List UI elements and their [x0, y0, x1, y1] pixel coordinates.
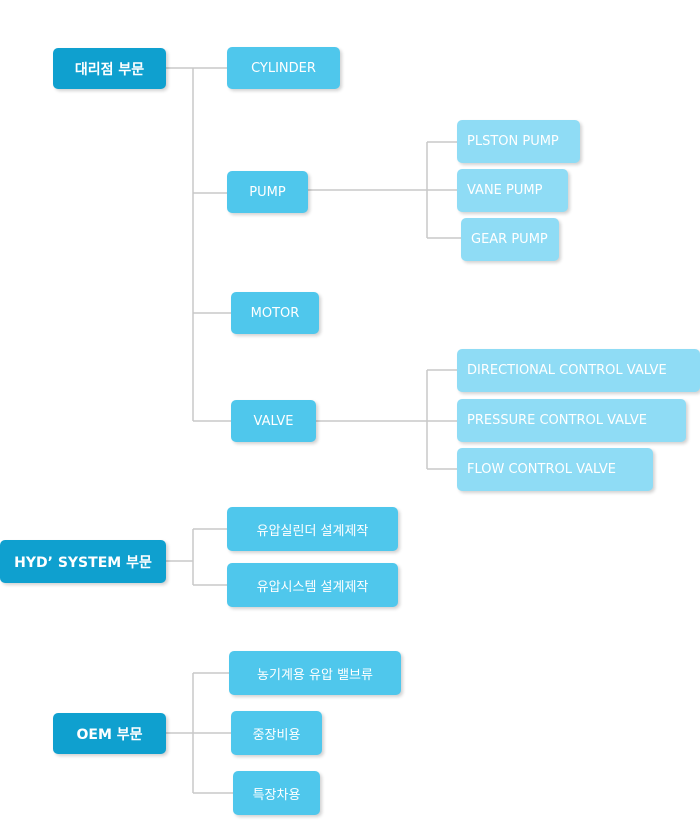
valve-node: VALVE — [231, 400, 316, 442]
heavy-equipment-node: 중장비용 — [231, 711, 322, 755]
hydraulic-system-design-node: 유압시스템 설계제작 — [227, 563, 398, 607]
flow-control-valve-node: FLOW CONTROL VALVE — [457, 448, 653, 491]
special-vehicle-node: 특장차용 — [233, 771, 320, 815]
oem-department-node: OEM 부문 — [53, 713, 166, 754]
hydraulic-cylinder-design-node: 유압실린더 설계제작 — [227, 507, 398, 551]
pressure-control-valve-node: PRESSURE CONTROL VALVE — [457, 399, 686, 442]
agri-machinery-valves-node: 농기계용 유압 밸브류 — [229, 651, 401, 695]
cylinder-node: CYLINDER — [227, 47, 340, 89]
vane-pump-node: VANE PUMP — [457, 169, 568, 212]
dealer-department-node: 대리점 부문 — [53, 48, 166, 89]
pump-node: PUMP — [227, 171, 308, 213]
piston-pump-node: PLSTON PUMP — [457, 120, 580, 163]
motor-node: MOTOR — [231, 292, 319, 334]
gear-pump-node: GEAR PUMP — [461, 218, 559, 261]
directional-control-valve-node: DIRECTIONAL CONTROL VALVE — [457, 349, 700, 392]
hyd-system-department-node: HYD’ SYSTEM 부문 — [0, 540, 166, 583]
